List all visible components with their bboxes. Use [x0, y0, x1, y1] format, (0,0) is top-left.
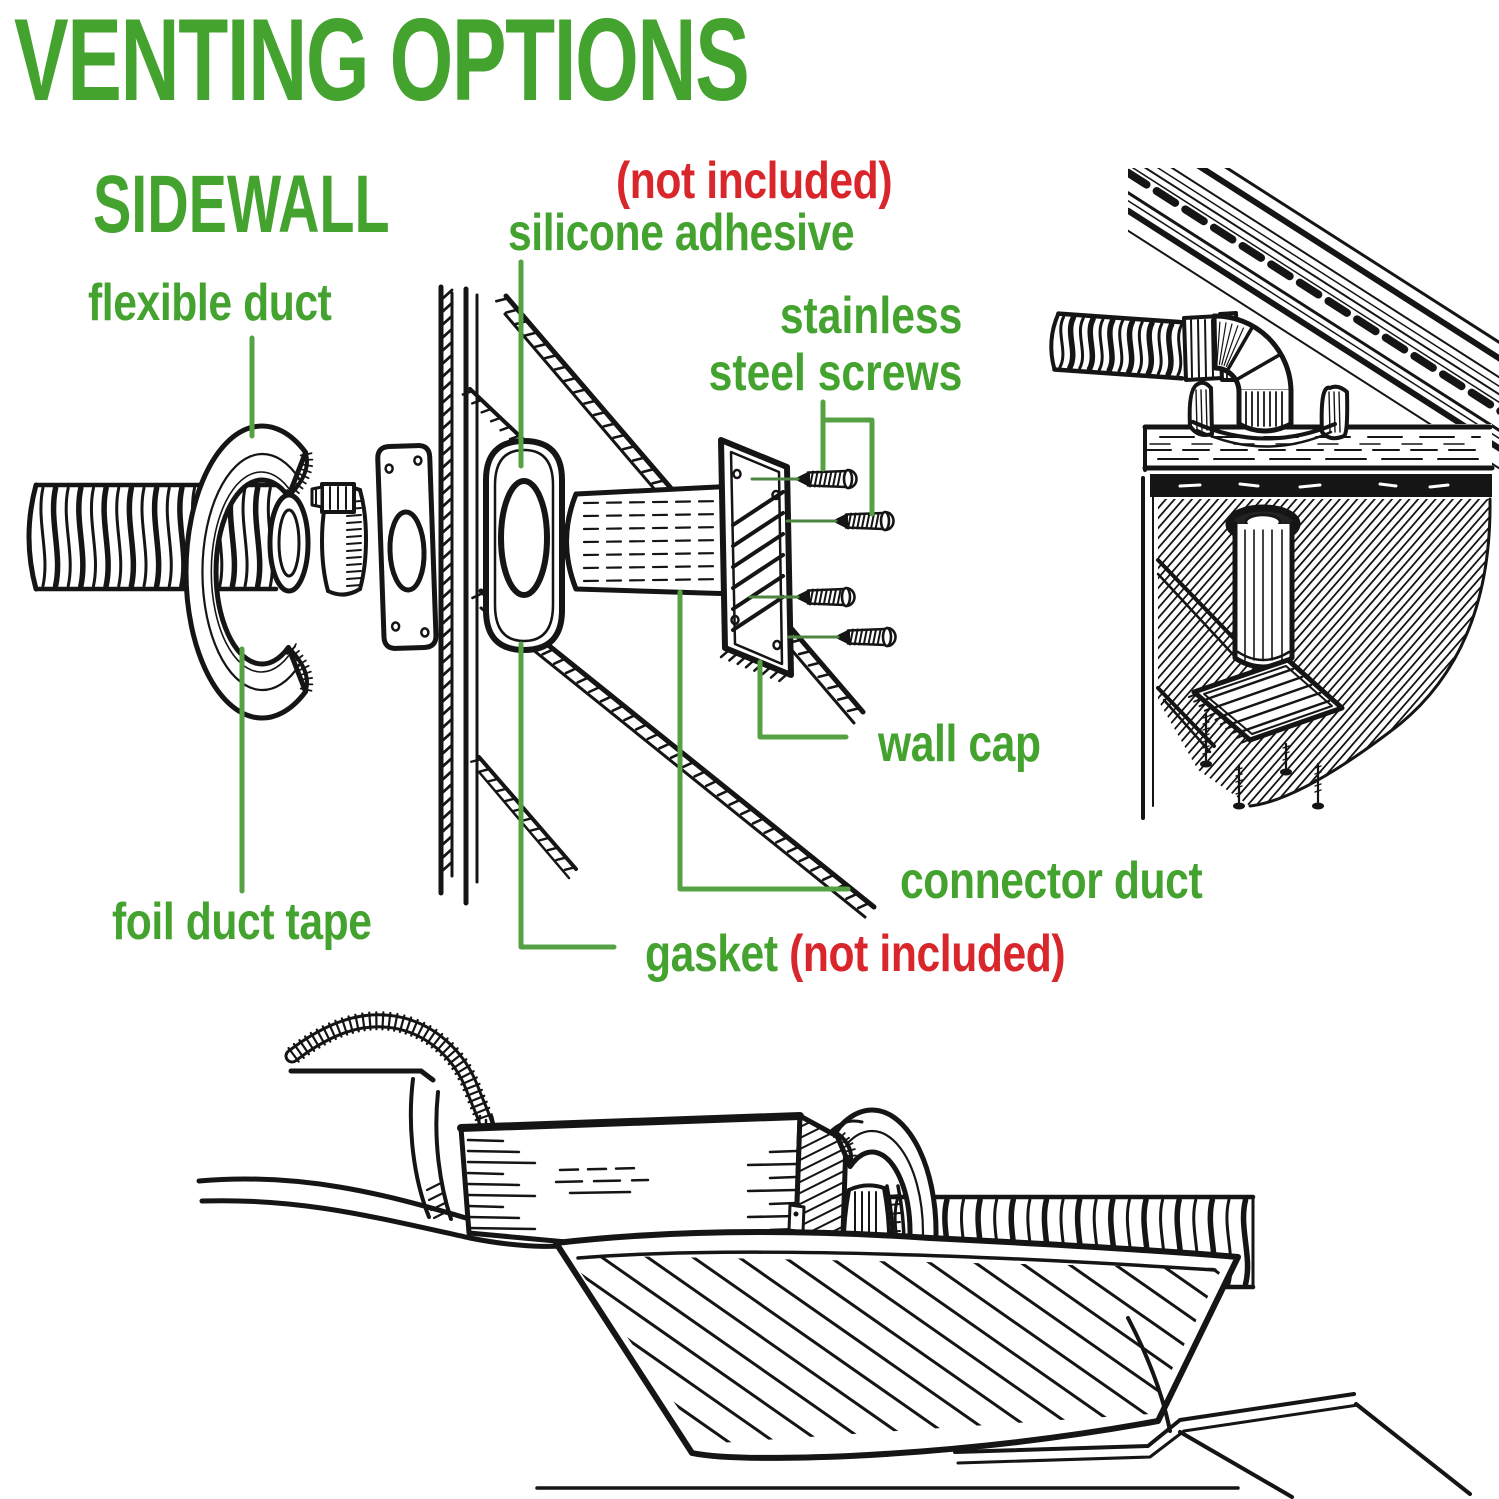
label-silicone-adhesive: silicone adhesive	[508, 204, 855, 262]
hose-clamp-drawing	[310, 482, 368, 597]
label-wall-cap: wall cap	[878, 715, 1041, 773]
eave-flexible-duct-elbow-drawing	[1049, 311, 1350, 448]
sidewall-wall-drawing	[438, 284, 877, 919]
eave-roof-planks-drawing	[1128, 168, 1499, 470]
label-flexible-duct: flexible duct	[88, 274, 332, 332]
page-title: VENTING OPTIONS	[14, 0, 750, 125]
label-gasket: gasket (not included)	[645, 925, 1066, 983]
wall-cap-drawing	[718, 437, 794, 683]
gasket-plate-drawing	[375, 443, 439, 651]
flexible-duct-drawing	[26, 482, 279, 592]
section-heading-sidewall: SIDEWALL	[93, 159, 390, 250]
foil-duct-tape-wrap-drawing	[183, 423, 314, 721]
wall-gasket-ring-drawing	[483, 438, 565, 653]
label-gasket-not-included: (not included)	[789, 925, 1066, 983]
leader-lines	[239, 259, 875, 950]
label-stainless-steel-screws: stainless steel screws	[708, 287, 962, 402]
stainless-steel-screws-drawing	[795, 468, 897, 648]
connector-duct-drawing	[564, 483, 740, 597]
label-foil-duct-tape: foil duct tape	[112, 893, 372, 951]
label-connector-duct: connector duct	[900, 852, 1203, 910]
bath-fan-unit-drawing	[196, 1011, 1472, 1499]
label-silicone-not-included: (not included)	[616, 152, 893, 210]
